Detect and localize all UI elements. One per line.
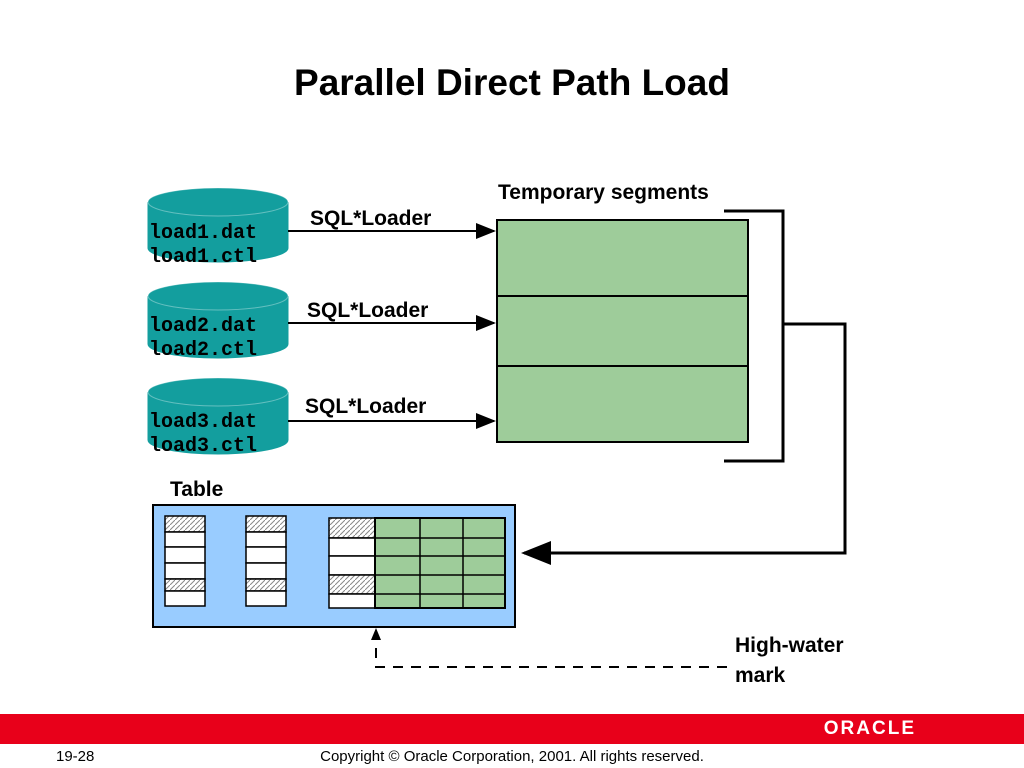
temp-segment-1 xyxy=(496,219,749,297)
loader-label-1: SQL*Loader xyxy=(310,207,431,230)
file-dat-1: load1.dat xyxy=(149,222,257,245)
file-ctl-2: load2.ctl xyxy=(149,339,257,362)
file-dat-3: load3.dat xyxy=(149,411,257,434)
file-ctl-3: load3.ctl xyxy=(149,435,257,458)
page-number: 19-28 xyxy=(56,748,95,765)
temp-segment-3 xyxy=(496,365,749,443)
merge-arrow xyxy=(521,322,847,565)
temp-segments-label: Temporary segments xyxy=(498,181,709,204)
oracle-logo: ORACLE xyxy=(823,718,916,739)
footer-bar xyxy=(0,714,1024,744)
temporary-segments xyxy=(496,219,749,443)
table-extent-2 xyxy=(245,515,287,607)
loader-label-2: SQL*Loader xyxy=(307,299,428,322)
hwm-arrow-head xyxy=(371,628,381,640)
table-extent-1 xyxy=(164,515,206,607)
hwm-label-line1: High-water xyxy=(735,634,844,657)
table-extent-3 xyxy=(328,517,376,609)
page-title: Parallel Direct Path Load xyxy=(294,62,730,103)
hwm-dashed-line xyxy=(375,637,727,668)
segments-bracket xyxy=(724,209,785,463)
copyright-text: Copyright © Oracle Corporation, 2001. Al… xyxy=(320,748,704,765)
loader-label-3: SQL*Loader xyxy=(305,395,426,418)
temp-segment-2 xyxy=(496,295,749,367)
table-label: Table xyxy=(170,478,223,501)
datafile-cylinder-3: load3.dat load3.ctl xyxy=(147,377,289,458)
file-dat-2: load2.dat xyxy=(149,315,257,338)
table-new-blocks xyxy=(374,517,506,609)
hwm-label-line2: mark xyxy=(735,664,786,687)
datafile-cylinder-2: load2.dat load2.ctl xyxy=(147,281,289,362)
diagram: load1.dat load1.ctl load2.dat load2.ctl … xyxy=(147,181,847,687)
file-ctl-1: load1.ctl xyxy=(149,246,257,269)
datafile-cylinder-1: load1.dat load1.ctl xyxy=(147,187,289,269)
